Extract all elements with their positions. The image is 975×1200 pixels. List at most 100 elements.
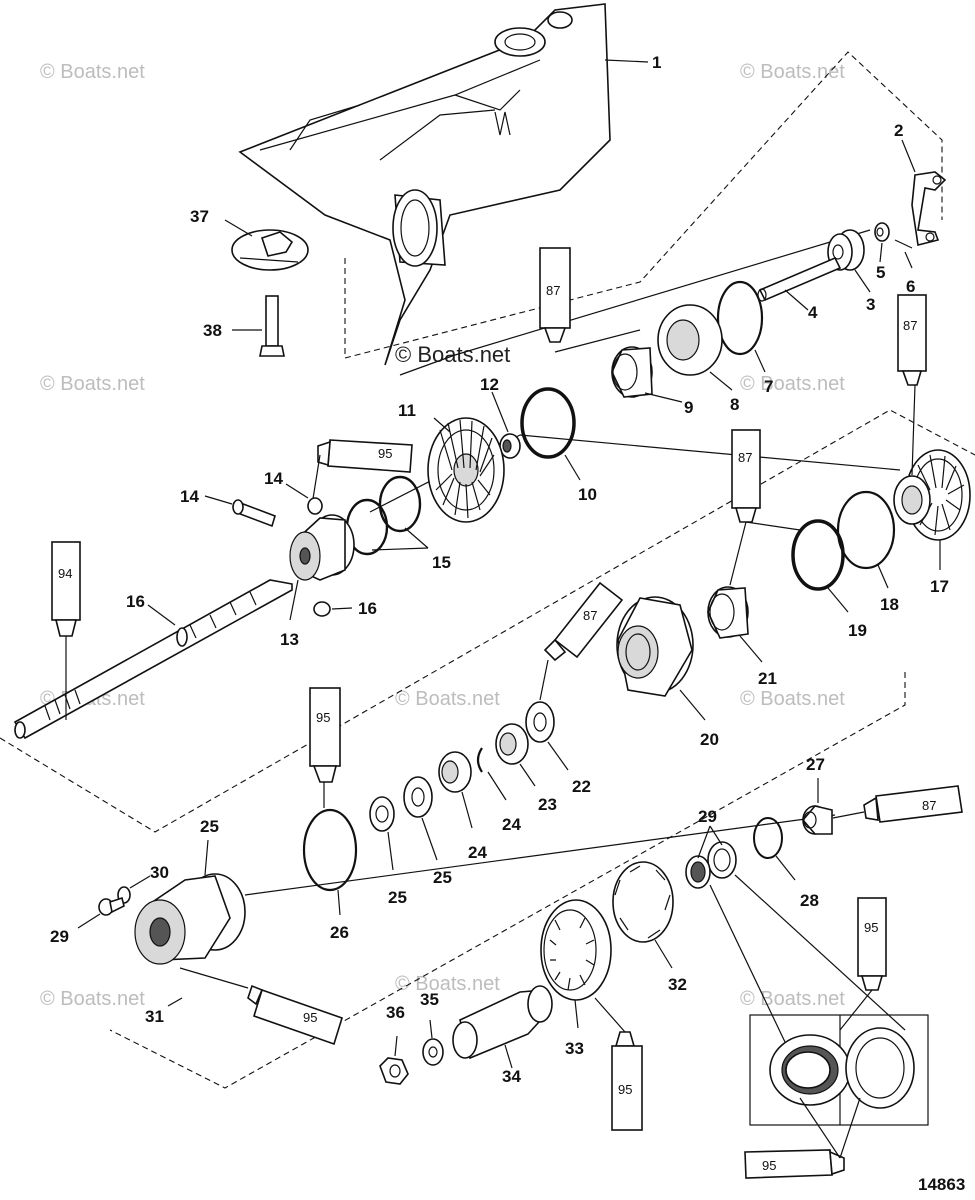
lubricant-tube-95: 95 xyxy=(744,1149,845,1179)
part-label-6: 6 xyxy=(906,277,915,296)
shift-shaft[interactable] xyxy=(757,256,842,302)
part-label-26: 24 xyxy=(502,815,521,834)
thrust-bearing[interactable] xyxy=(438,751,472,793)
part-label-17: 16 xyxy=(126,592,145,611)
propeller-adaptor[interactable] xyxy=(452,985,553,1060)
part-label-2: 2 xyxy=(894,121,903,140)
svg-text:94: 94 xyxy=(58,566,72,581)
watermark-dark: © Boats.net xyxy=(395,342,510,367)
svg-text:87: 87 xyxy=(903,318,917,333)
part-label-20: 19 xyxy=(848,621,867,640)
part-label-9: 9 xyxy=(684,398,693,417)
part-label-39: 36 xyxy=(386,1003,405,1022)
svg-text:87: 87 xyxy=(922,798,936,813)
o-ring[interactable] xyxy=(836,490,896,570)
svg-text:95: 95 xyxy=(618,1082,632,1097)
gear-housing[interactable] xyxy=(238,3,611,366)
shift-lever[interactable] xyxy=(911,171,947,246)
lubricant-tube-95: 95 xyxy=(857,897,887,991)
seal-detail-box xyxy=(749,1014,929,1126)
part-label-34: 31 xyxy=(145,1007,164,1026)
o-ring[interactable] xyxy=(716,280,764,356)
part-label-35: 32 xyxy=(668,975,687,994)
bearing-cup[interactable] xyxy=(611,346,653,398)
lubricant-tube-87: 87 xyxy=(897,294,927,386)
part-label-7: 7 xyxy=(764,377,773,396)
part-label-37: 34 xyxy=(502,1067,521,1086)
watermark: © Boats.net xyxy=(40,61,145,83)
lubricant-tube-94: 94 xyxy=(51,541,81,637)
anodic-plate[interactable] xyxy=(231,229,309,271)
part-label-41: 38 xyxy=(203,321,222,340)
part-label-24: 22 xyxy=(572,777,591,796)
lubricant-tube-95: 95 xyxy=(611,1031,643,1131)
screw[interactable] xyxy=(98,896,125,916)
retaining-springs[interactable] xyxy=(345,475,422,556)
part-label-38: 35 xyxy=(420,990,439,1009)
part-label-3: 3 xyxy=(866,295,875,314)
cross-pin[interactable] xyxy=(232,499,276,528)
part-label-40: 37 xyxy=(190,207,209,226)
needle-bearing[interactable] xyxy=(499,433,521,459)
part-label-10: 10 xyxy=(578,485,597,504)
part-label-16: 15 xyxy=(432,553,451,572)
part-label-30: 29 xyxy=(698,807,717,826)
roll-pin[interactable] xyxy=(894,239,913,249)
svg-text:87: 87 xyxy=(738,450,752,465)
washer[interactable] xyxy=(422,1038,444,1066)
lubricant-tube-87: 87 xyxy=(863,785,963,823)
part-label-28: 25 xyxy=(200,817,219,836)
anode-bolt[interactable] xyxy=(259,295,285,357)
propeller-shaft[interactable] xyxy=(13,579,293,740)
retaining-ring[interactable] xyxy=(791,519,845,591)
part-label-12: 12 xyxy=(480,375,499,394)
lubricant-tube-95: 95 xyxy=(309,687,341,783)
part-label-33: 30 xyxy=(150,863,169,882)
thrust-washer[interactable] xyxy=(403,776,433,818)
snap-ring[interactable] xyxy=(476,747,483,773)
forward-gear[interactable] xyxy=(427,417,505,523)
svg-text:87: 87 xyxy=(583,608,597,623)
part-label-5: 5 xyxy=(876,263,885,282)
propeller-thrust-hub[interactable] xyxy=(134,873,246,965)
splined-thrust-hub[interactable] xyxy=(540,899,612,1001)
reverse-gear[interactable] xyxy=(893,449,971,541)
part-label-8: 8 xyxy=(730,395,739,414)
part-label-15: 14 xyxy=(180,487,199,506)
lubricant-tube-87: 87 xyxy=(543,581,624,662)
clutch[interactable] xyxy=(289,514,355,581)
part-label-1: 1 xyxy=(652,53,661,72)
thrust-bearing[interactable] xyxy=(495,723,529,765)
watermark: © Boats.net xyxy=(40,373,145,395)
assembly-outlines xyxy=(0,51,975,1089)
oil-seals[interactable] xyxy=(685,841,737,889)
bushing[interactable] xyxy=(874,222,890,242)
watermark: © Boats.net xyxy=(395,973,500,995)
part-label-18: 17 xyxy=(930,577,949,596)
svg-text:95: 95 xyxy=(378,446,392,461)
svg-text:95: 95 xyxy=(864,920,878,935)
lubricant-tube-95: 95 xyxy=(317,439,413,473)
propeller-nut[interactable] xyxy=(379,1057,409,1085)
o-ring[interactable] xyxy=(302,808,358,892)
thrust-washer[interactable] xyxy=(525,701,555,743)
snap-ring[interactable] xyxy=(753,817,783,859)
propeller-shaft-bearing-carrier[interactable] xyxy=(616,596,694,697)
lubricant-tube-95: 95 xyxy=(247,984,343,1046)
detent-ball[interactable] xyxy=(307,497,323,515)
svg-text:95: 95 xyxy=(762,1158,776,1173)
needle-bearing[interactable] xyxy=(801,805,833,835)
part-label-31: 28 xyxy=(800,891,819,910)
flat-washer[interactable] xyxy=(369,796,395,832)
bearing-carrier[interactable] xyxy=(657,304,723,376)
retaining-ring[interactable] xyxy=(520,387,576,459)
part-label-19: 18 xyxy=(880,595,899,614)
watermark: © Boats.net xyxy=(740,988,845,1010)
tab-washer[interactable] xyxy=(612,861,674,943)
part-label-4: 4 xyxy=(808,303,818,322)
part-label-14: 16 xyxy=(358,599,377,618)
lubricant-tube-87: 87 xyxy=(731,429,761,523)
bearing-cup[interactable] xyxy=(707,586,749,639)
detent-ball[interactable] xyxy=(313,601,331,617)
